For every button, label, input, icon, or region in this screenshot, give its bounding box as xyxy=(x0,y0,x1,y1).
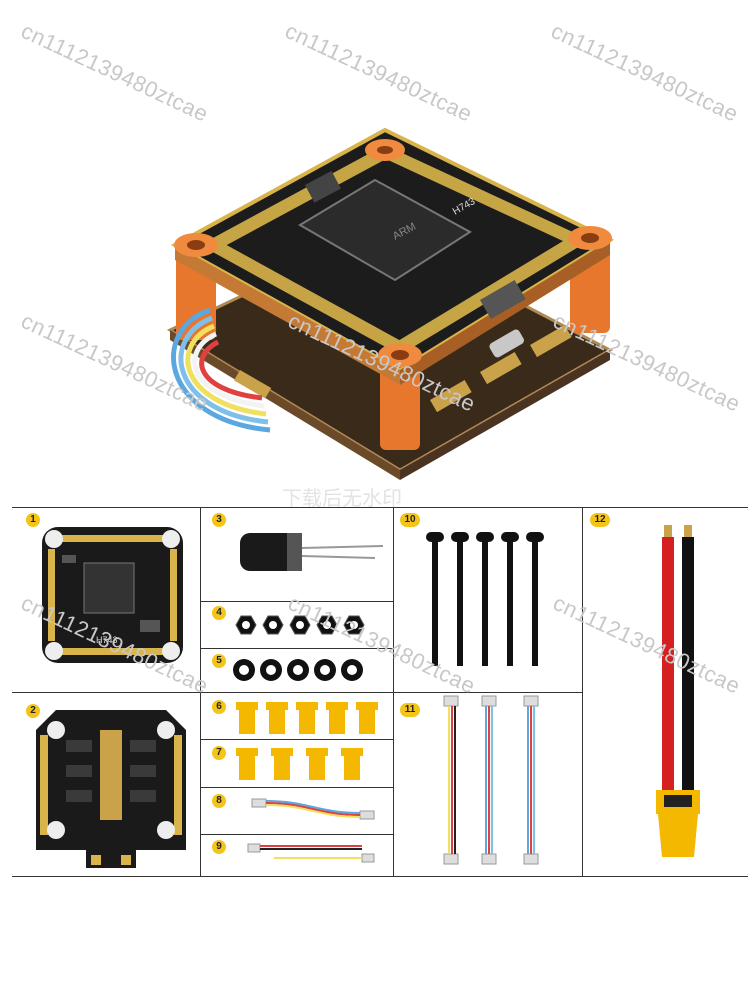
mcu-chip: ARM xyxy=(298,178,472,282)
panel-number-badge: 7 xyxy=(212,746,226,760)
accessory-grid xyxy=(12,507,748,877)
wire-bundle xyxy=(171,307,271,433)
panel-number-badge: 9 xyxy=(212,840,226,854)
usb-port xyxy=(489,329,524,358)
panel-number-badge: 3 xyxy=(212,513,226,527)
standoff-tops xyxy=(174,139,612,367)
short-cable xyxy=(247,843,375,863)
rubber-grommets xyxy=(233,659,363,681)
panel-number-badge: 12 xyxy=(590,513,610,527)
fc-board-top: ARM H743 xyxy=(170,127,615,385)
panel-number-badge: 10 xyxy=(400,513,420,527)
esc-board xyxy=(36,710,186,868)
panel-number-badge: 6 xyxy=(212,700,226,714)
panel-number-badge: 1 xyxy=(26,513,40,527)
panel-number-badge: 8 xyxy=(212,794,226,808)
panel-number-badge: 2 xyxy=(26,704,40,718)
panel-number-badge: 11 xyxy=(400,703,420,717)
standoffs-set-b xyxy=(236,748,363,780)
xt60-power-lead xyxy=(656,525,700,857)
hex-nuts xyxy=(235,615,365,635)
ribbon-cable xyxy=(251,798,375,820)
jst-cables xyxy=(443,695,539,865)
panel-number-badge: 5 xyxy=(212,654,226,668)
capacitor xyxy=(240,533,384,571)
long-screws xyxy=(426,532,544,666)
standoffs-set-a xyxy=(236,702,378,734)
flight-controller-board: H743 xyxy=(42,527,183,663)
hero-product-image: ARM H743 xyxy=(166,127,615,480)
watermark-cn-text: 下载后无水印 xyxy=(282,488,402,510)
fc-board-label: H743 xyxy=(96,635,118,645)
panel-number-badge: 4 xyxy=(212,606,226,620)
